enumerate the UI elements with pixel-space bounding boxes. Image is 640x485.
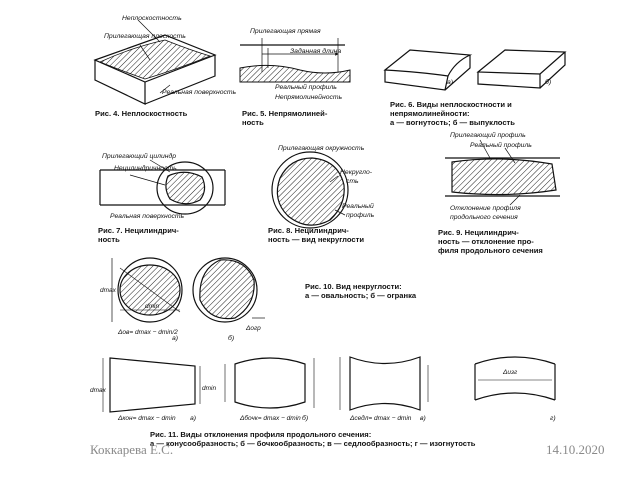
fig5-label-3: Реальный профиль [275, 83, 337, 91]
fig5-caption: Рис. 5. Непрямолиней- ность [242, 109, 328, 127]
fig6-drawing [383, 49, 567, 91]
fig10-ogr: Δогр [245, 325, 261, 332]
fig11-dmin-a: dmin [202, 385, 216, 392]
fig11-formula-b: Δбочк= dmax − dmin [239, 414, 301, 422]
fig9-label-2: Реальный профиль [470, 141, 532, 149]
fig11-caption: Рис. 11. Виды отклонения профиля продоль… [150, 430, 476, 448]
footer-date: 14.10.2020 [546, 442, 605, 457]
fig7-label-2: Нецилиндричность [114, 164, 177, 172]
fig11-dmax-a: dmax [90, 387, 107, 394]
fig10-dmax: dmax [100, 287, 117, 294]
fig9-label-4: продольного сечения [450, 213, 518, 221]
fig7-caption: Рис. 7. Нецилиндрич- ность [98, 226, 179, 244]
fig6-label-a: а) [447, 79, 453, 86]
fig5-label-4: Непрямолинейность [275, 93, 343, 101]
fig11-drawing [102, 356, 556, 413]
fig5-label-1: Прилегающая прямая [250, 28, 321, 35]
fig10-formula: Δов= dmax − dmin/2 [117, 329, 178, 336]
fig5-drawing [239, 38, 351, 83]
fig11-label-a: а) [190, 415, 196, 422]
fig4-label-3: Реальная поверхность [162, 89, 237, 96]
fig4-caption: Рис. 4. Неплоскостность [95, 109, 188, 118]
fig8-caption: Рис. 8. Нецилиндрич- ность — вид некругл… [268, 226, 365, 244]
fig11-label-d: г) [550, 415, 556, 422]
fig6-caption: Рис. 6. Виды неплоскостности и непрямоли… [390, 100, 515, 127]
fig10-label-a: а) [172, 335, 178, 342]
fig11-formula-a: Δкон= dmax − dmin [117, 415, 176, 422]
fig9-drawing [445, 139, 560, 206]
fig11-label-c: в) [420, 415, 426, 422]
fig7-drawing [99, 159, 226, 215]
fig8-label-1: Прилегающая окружность [278, 145, 365, 152]
fig10-drawing [111, 257, 265, 323]
footer-author: Коккарева Е.С. [90, 442, 174, 457]
fig7-label-1: Прилегающий цилиндр [102, 152, 176, 160]
fig7-label-3: Реальная поверхность [110, 213, 185, 220]
fig5-label-2: Заданная длина [290, 47, 341, 55]
fig4-drawing [93, 19, 217, 105]
fig8-drawing [271, 151, 349, 229]
fig6-label-b: б) [545, 78, 551, 86]
fig11-izg: Δизг [502, 369, 518, 376]
fig8-label-5: профиль [346, 212, 375, 219]
fig8-label-3: сть [346, 178, 359, 185]
fig11-label-b: б) [302, 414, 308, 422]
fig8-label-4: Реальный [342, 202, 374, 210]
fig4-label-2: Прилегающая плоскость [104, 33, 186, 40]
fig10-caption: Рис. 10. Вид некруглости: а — овальность… [305, 282, 417, 300]
fig9-caption: Рис. 9. Нецилиндрич- ность — отклонение … [438, 228, 543, 255]
fig8-label-2: Некругло- [340, 169, 373, 176]
fig9-label-1: Прилегающий профиль [450, 131, 526, 139]
fig10-dmin: dmin [145, 303, 159, 310]
fig4-label-1: Неплоскостность [122, 15, 182, 22]
fig11-formula-c: Δседл= dmax − dmin [349, 414, 412, 422]
fig9-label-3: Отклонение профиля [450, 205, 521, 212]
fig10-label-b: б) [228, 334, 234, 342]
